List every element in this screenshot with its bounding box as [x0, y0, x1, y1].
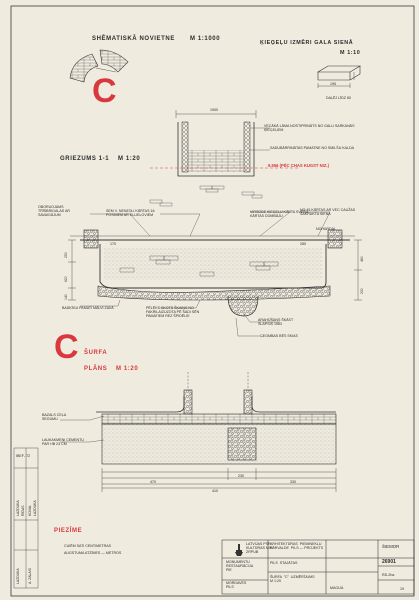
section-note-11: ĢEGMBAS BĒS SKIAS	[260, 334, 298, 338]
section-note-2: SADUBĀRRINĀTAS PAMATNE NO SMILŠU KALDA	[270, 146, 355, 150]
notes-title: PIEZĪME	[54, 528, 83, 534]
section-note-9: PĒLĒKS SKOTS ŠĶAIŅS NO FAKRILAIZUZOTA PĒ…	[146, 306, 200, 319]
top-channel-view	[150, 110, 300, 177]
tb-sheet: RD-2ha	[382, 573, 395, 577]
side-stamp-row-2: RĪGAS	[21, 505, 25, 516]
brick-title: ĶIEĢEĻU IZMĒRI GALA SIENĀ	[260, 40, 354, 46]
tb-date-label: ŠIEMOR	[382, 544, 400, 549]
scheme-scale: M 1:1000	[190, 36, 221, 42]
section-dim-3: 460	[360, 256, 364, 262]
plan-subtitle: PLĀNS	[84, 366, 108, 372]
scheme-title: SHĒMATISKĀ NOVIETNE	[92, 36, 175, 42]
side-stamp-row-6: A. ZAĻAIS	[28, 568, 32, 584]
section-dim-1: 620	[64, 276, 68, 282]
plan-dim-3: 410	[212, 489, 218, 493]
institution-logo	[235, 544, 243, 556]
tb-footer-num: 19	[400, 587, 404, 591]
brick-scale: M 1:10	[340, 50, 361, 56]
section-note-1: VECĀKĀ LĀMA NOSTIPRINĀTS NO GALU SARKANĀ…	[264, 124, 355, 133]
plan-note-1: BAZALS CEĻA SEGUMU	[42, 413, 66, 422]
tb-object: PILS STAJĀTAS	[270, 561, 298, 565]
section-note-3: OBORUOJAMS TRĪSBRIGALAS AR SAVAIGĀJUM	[38, 205, 70, 218]
tb-detail-2: MAGIJA	[330, 586, 344, 590]
notes-line-1: CUIĒM SATI CENTIMETRAS	[64, 544, 112, 548]
section-scale: M 1:20	[118, 156, 141, 162]
tb-number: 26901	[382, 559, 396, 565]
brick-dim-label: DAĻĒJ LĪDZ 80	[326, 96, 351, 100]
tb-place: MONUMENTU RESTAURĀCIJA PIE	[226, 560, 254, 573]
side-stamp-row-5: LAZDUKA	[16, 568, 20, 584]
side-stamp-row-3: KOVAL	[28, 504, 32, 516]
tb-drawing: ŠURFA "C" UZMĒRĪJUMS M 1:20	[270, 575, 315, 584]
plan-marker: C	[54, 328, 79, 366]
notes-line-2: AUGSTUMA ATZĪMES — METROS	[64, 551, 122, 555]
section-dim-5: 170	[110, 242, 116, 246]
plan-scale: M 1:20	[116, 366, 139, 372]
brick-length-dim: 195	[330, 82, 336, 86]
brick-marks	[149, 185, 263, 207]
section-title: GRIEZUMS 1-1	[60, 156, 110, 162]
plan-dim-0: 230	[238, 474, 244, 478]
section-note-4: SEM V. NENZOLI KĀRTAS 16 POSMIEM AR ELLI…	[106, 209, 155, 218]
section-dim-6: 280	[300, 242, 306, 246]
section-dim-0: 250	[64, 252, 68, 258]
title-block-frame	[221, 539, 415, 595]
side-stamp-frame	[13, 447, 39, 589]
section-1-1	[68, 211, 362, 337]
brick-detail	[316, 65, 362, 88]
section-note-5: VIRSŪDE KIEĢEĻU KĀRTA SVEŠU KĀRTAS DOMBĀ…	[250, 210, 309, 219]
scheme-marker: C	[92, 72, 117, 110]
side-stamp-code: IBEF- 72	[16, 454, 31, 458]
section-top-dim: 1900	[210, 108, 218, 112]
section-note-6: NO 45 KĀRTAS AR VEC CAUŽAS SAKRUKTA SIEN…	[300, 208, 356, 217]
plan-view	[60, 372, 337, 492]
tb-project: ARHITEKTŪRAS PIEMINEKĻU PĀRVALDE PILS — …	[270, 542, 324, 551]
level-note: 9.556 (PĒC CHAS KUGST NIZ.)	[268, 163, 329, 168]
section-dim-2: 140	[64, 294, 68, 300]
scheme-plan	[69, 49, 129, 83]
section-note-7: NOHARDAL	[316, 227, 336, 231]
tb-org: LATVIJAS PSR KULTŪRAS MIN. ZRPUB	[246, 542, 274, 555]
section-note-8: BAŪĶĪGU PAMATI MĀLVI ZAVĀ	[62, 306, 114, 310]
tb-detail-1: MORDAVES PILS	[226, 581, 247, 590]
plan-note-2: LAUKAKMEŅI CEMENTU PAR HB 23 CM	[42, 438, 84, 447]
section-dim-4: 230	[360, 288, 364, 294]
sheet-border	[10, 5, 415, 597]
section-note-10: ARAHŪŠANS ŠĶĀST SLAPSIS 1963	[258, 318, 294, 327]
side-stamp-row-4: LAZDUKA	[33, 500, 37, 516]
plan-title: ŠURFA	[84, 350, 108, 356]
plan-dim-2: 330	[290, 480, 296, 484]
side-stamp-row-1: LAZDUKA	[16, 500, 20, 516]
plan-dim-1: 470	[150, 480, 156, 484]
